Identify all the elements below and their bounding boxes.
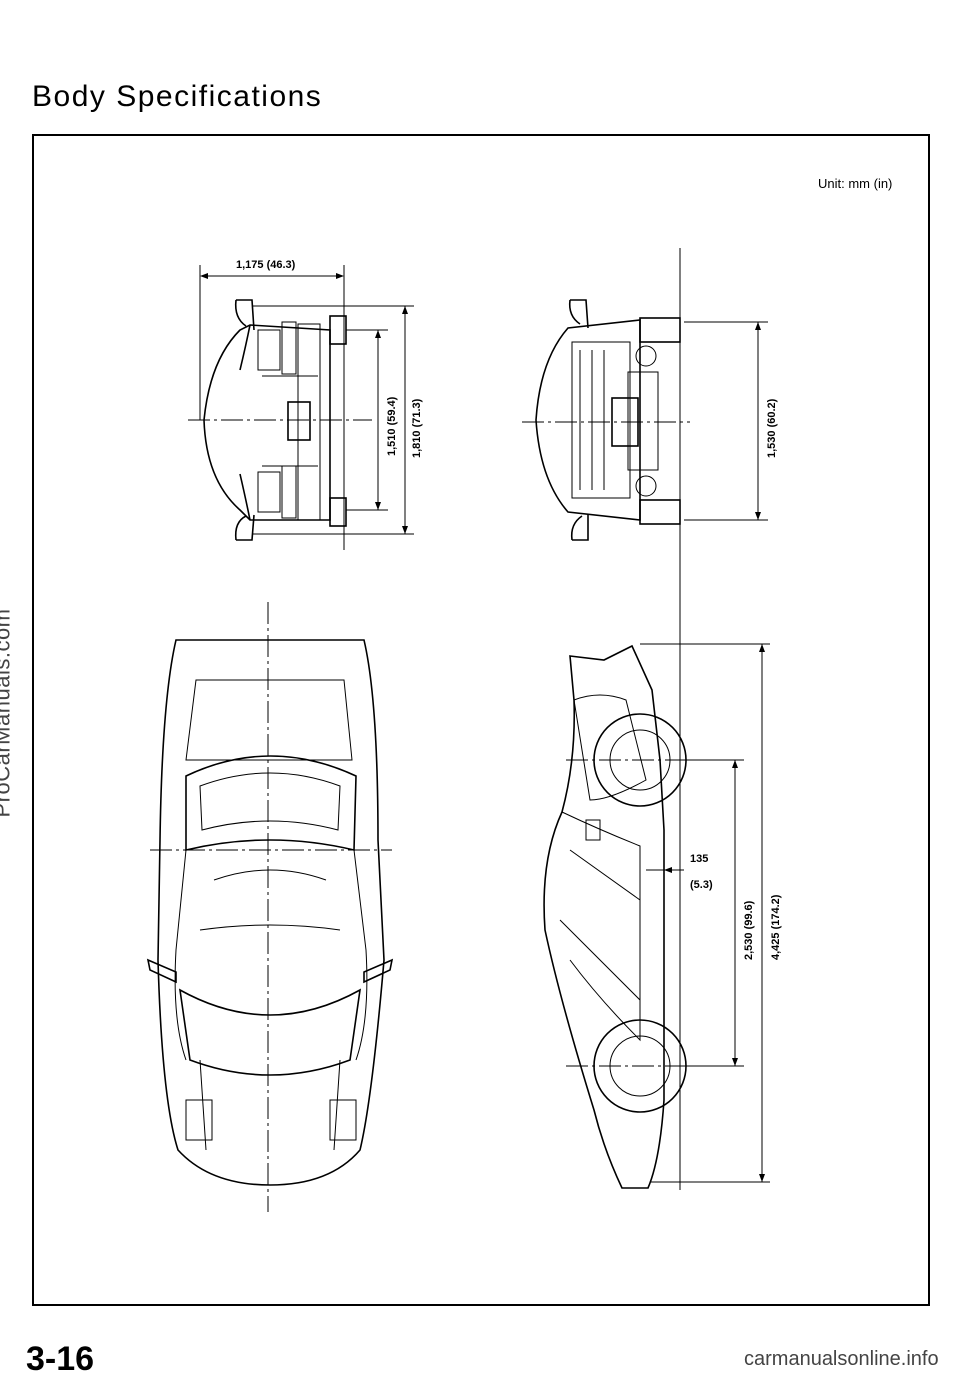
wheelbase-dimension: 2,530 (99.6) [743, 900, 755, 960]
page-title: Body Specifications [32, 80, 323, 113]
rear-view: 1,530 (60.2) [522, 248, 778, 1190]
overall-length-dimension: 4,425 (174.2) [770, 894, 782, 960]
front-tread-dimension: 1,510 (59.4) [386, 396, 398, 456]
diagram-frame [32, 134, 930, 1306]
unit-label: Unit: mm (in) [818, 176, 893, 191]
side-view: 135 (5.3) 2,530 (99.6) 4,425 (174.2) [543, 643, 782, 1189]
page-number: 3-16 [26, 1340, 95, 1378]
top-view [146, 602, 394, 1212]
footer-watermark: carmanualsonline.info [744, 1348, 939, 1370]
rear-tread-dimension: 1,530 (60.2) [766, 398, 778, 458]
front-width-dimension: 1,175 (46.3) [236, 259, 296, 271]
overall-width-dimension: 1,810 (71.3) [411, 398, 423, 458]
ground-clearance-dimension: 135 [690, 853, 708, 865]
front-view: 1,175 (46.3) 1,510 (59.4) 1,810 (71.3) [188, 259, 423, 550]
ground-clearance-inch: (5.3) [690, 879, 713, 891]
